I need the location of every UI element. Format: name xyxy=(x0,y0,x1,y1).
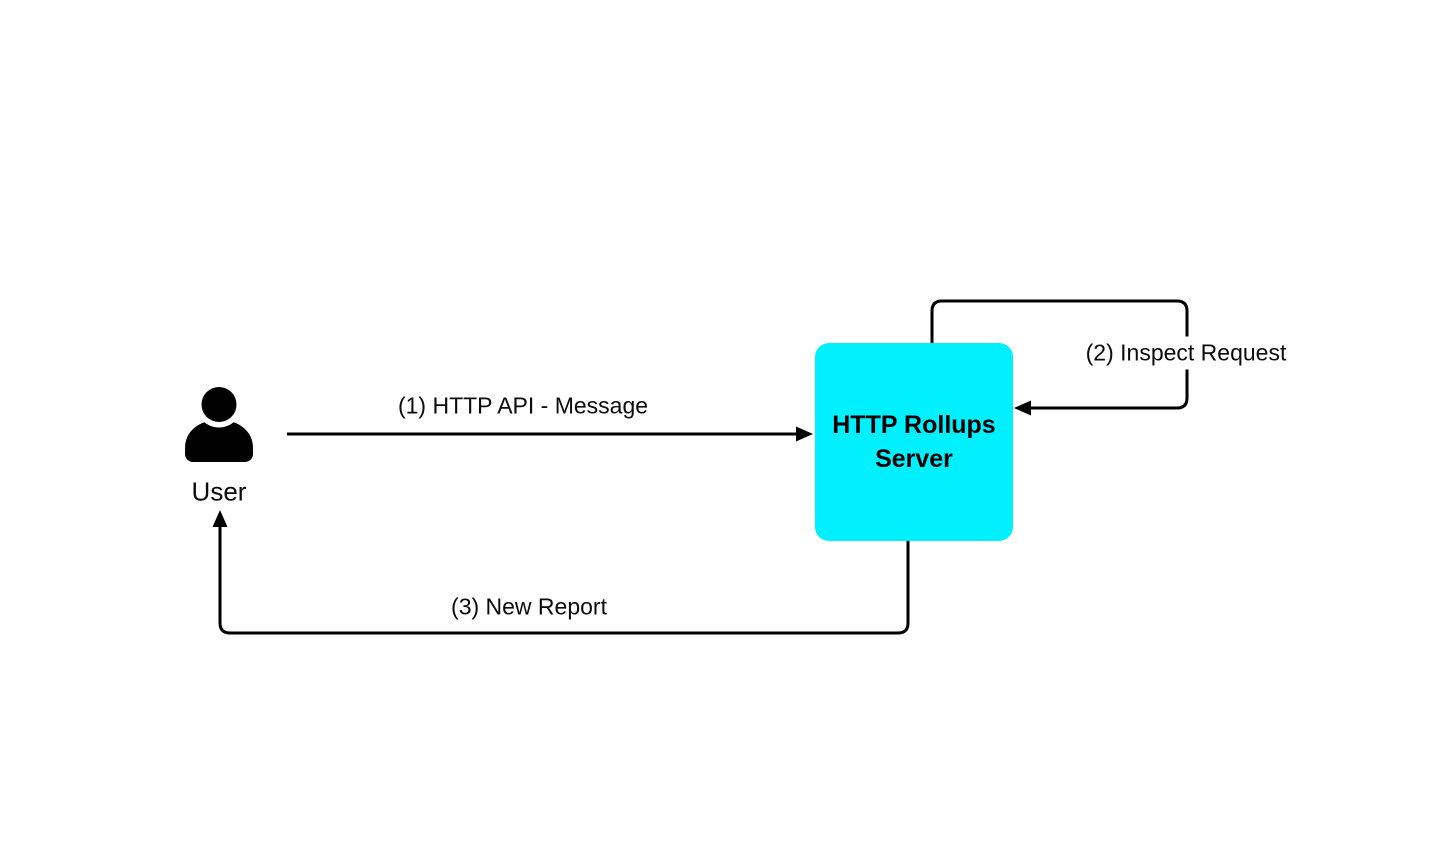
edge-2-label: (2) Inspect Request xyxy=(1078,336,1294,370)
edge-2-arrowhead xyxy=(1014,400,1031,416)
server-node-label: HTTP Rollups Server xyxy=(832,410,996,474)
person-icon xyxy=(185,384,253,462)
edge-3-label: (3) New Report xyxy=(444,590,614,624)
user-node-label: User xyxy=(191,476,247,507)
server-node: HTTP Rollups Server xyxy=(815,343,1013,541)
edge-1-arrowhead xyxy=(796,426,813,442)
edge-1-label: (1) HTTP API - Message xyxy=(390,389,656,423)
edge-2-line xyxy=(930,299,1189,410)
user-node xyxy=(183,384,255,464)
edge-3-line xyxy=(218,527,910,635)
edge-3-arrowhead xyxy=(212,510,228,527)
